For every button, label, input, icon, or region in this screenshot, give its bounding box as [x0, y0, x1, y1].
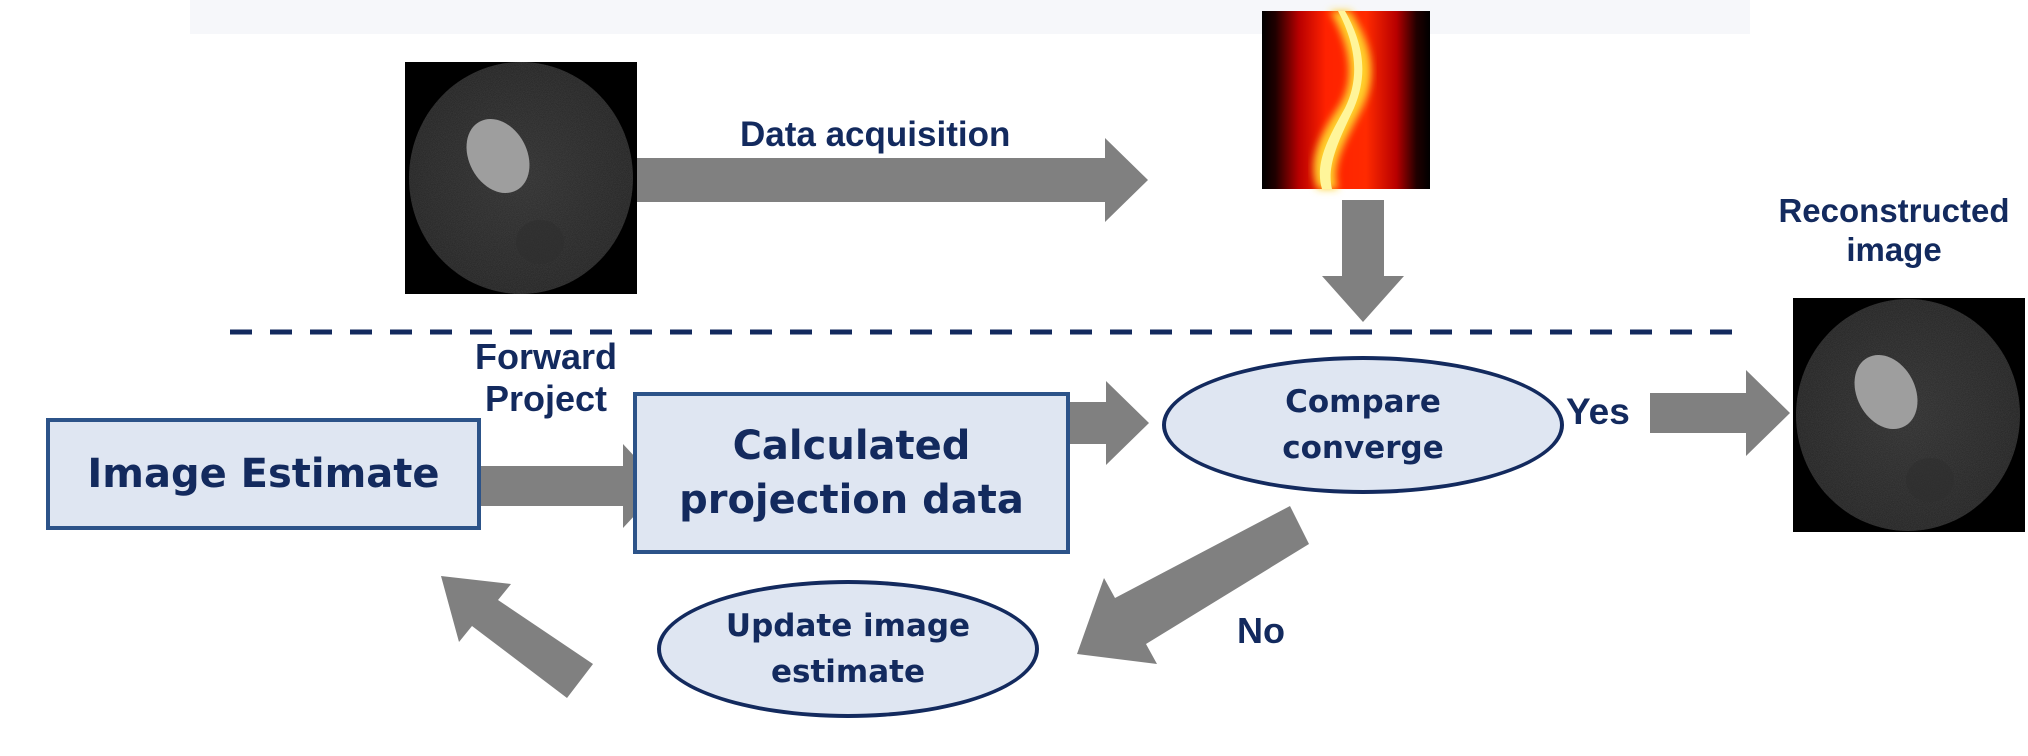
calculated-projection-label: Calculated projection data [679, 423, 1024, 523]
yes-arrow [1650, 370, 1790, 456]
feedback-arrow [441, 576, 593, 698]
update-image-estimate-ellipse: Update image estimate [657, 580, 1039, 718]
data-acquisition-label: Data acquisition [740, 115, 1011, 154]
phantom-image [405, 62, 637, 294]
background-texture [190, 0, 1750, 34]
update-image-estimate-label: Update image estimate [725, 607, 971, 691]
no-arrow [1077, 506, 1309, 664]
down-arrow [1322, 200, 1404, 322]
forward-project-arrow [481, 444, 662, 528]
compare-converge-ellipse: Compare converge [1162, 356, 1564, 494]
no-label: No [1237, 610, 1285, 651]
reconstructed-image [1793, 298, 2025, 532]
image-estimate-box: Image Estimate [46, 418, 481, 530]
data-acquisition-arrow [637, 138, 1148, 222]
reconstructed-image-label: Reconstructed image [1778, 192, 2010, 268]
forward-project-label: Forward Project [474, 336, 617, 420]
compare-converge-label: Compare converge [1282, 383, 1444, 467]
calculated-projection-box: Calculated projection data [633, 392, 1070, 554]
image-estimate-label: Image Estimate [87, 451, 440, 497]
yes-label: Yes [1566, 391, 1630, 432]
sinogram-image [1262, 11, 1430, 189]
